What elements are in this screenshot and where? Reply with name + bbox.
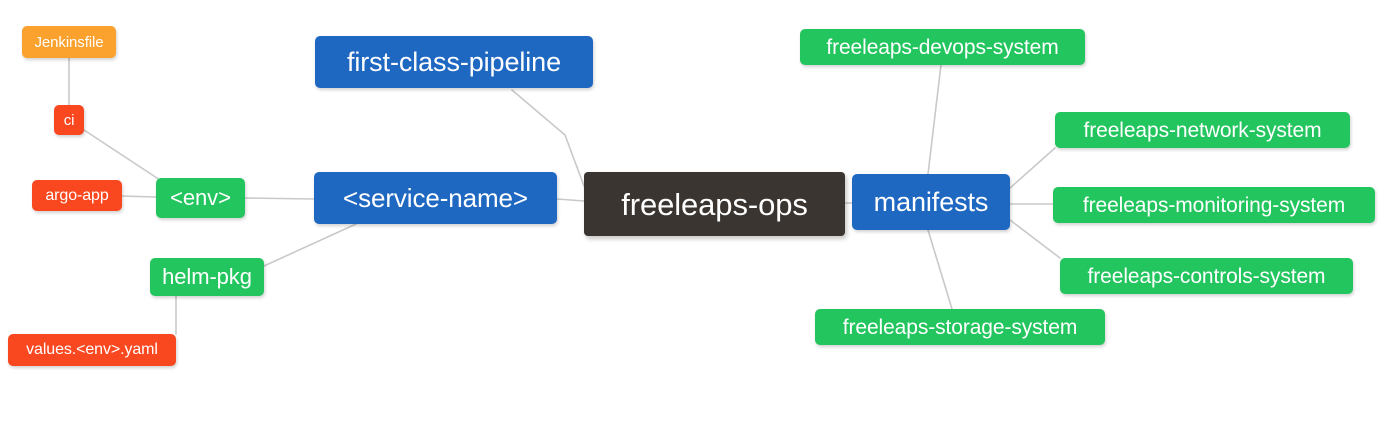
node-label-freeleaps-monitoring-system: freeleaps-monitoring-system [1082, 193, 1346, 217]
node-label-argo-app: argo-app [45, 186, 109, 204]
edge-freeleaps-ops-to-service-name [556, 198, 585, 202]
edge-env-to-ci [83, 129, 161, 181]
node-label-freeleaps-network-system: freeleaps-network-system [1083, 118, 1322, 142]
edge-service-name-to-env [244, 197, 315, 200]
edge-manifests-to-freeleaps-devops-system [927, 64, 942, 175]
node-label-service-name: <service-name> [342, 183, 529, 213]
node-jenkinsfile[interactable]: Jenkinsfile [22, 26, 116, 58]
node-env[interactable]: <env> [156, 178, 245, 218]
node-freeleaps-storage-system[interactable]: freeleaps-storage-system [815, 309, 1105, 345]
node-label-freeleaps-controls-system: freeleaps-controls-system [1087, 264, 1326, 288]
node-freeleaps-devops-system[interactable]: freeleaps-devops-system [800, 29, 1085, 65]
node-label-freeleaps-ops: freeleaps-ops [621, 186, 808, 222]
edge-env-to-argo-app [121, 195, 157, 198]
node-freeleaps-network-system[interactable]: freeleaps-network-system [1055, 112, 1350, 148]
node-label-ci: ci [63, 111, 75, 129]
node-first-class-pipeline[interactable]: first-class-pipeline [315, 36, 593, 88]
node-values-yaml[interactable]: values.<env>.yaml [8, 334, 176, 366]
node-freeleaps-ops[interactable]: freeleaps-ops [584, 172, 845, 236]
node-label-first-class-pipeline: first-class-pipeline [346, 46, 562, 77]
edge-manifests-to-freeleaps-network-system [1009, 147, 1056, 189]
node-freeleaps-controls-system[interactable]: freeleaps-controls-system [1060, 258, 1353, 294]
node-freeleaps-monitoring-system[interactable]: freeleaps-monitoring-system [1053, 187, 1375, 223]
node-argo-app[interactable]: argo-app [32, 180, 122, 211]
edge-manifests-to-freeleaps-controls-system [1009, 219, 1061, 259]
node-label-jenkinsfile: Jenkinsfile [34, 33, 104, 51]
node-label-freeleaps-devops-system: freeleaps-devops-system [826, 35, 1059, 59]
node-label-helm-pkg: helm-pkg [162, 264, 252, 289]
node-service-name[interactable]: <service-name> [314, 172, 557, 224]
node-helm-pkg[interactable]: helm-pkg [150, 258, 264, 296]
edge-manifests-to-freeleaps-storage-system [927, 229, 953, 310]
node-label-manifests: manifests [873, 186, 989, 217]
node-label-env: <env> [170, 185, 231, 210]
edge-service-name-to-helm-pkg [263, 223, 357, 267]
node-label-freeleaps-storage-system: freeleaps-storage-system [842, 315, 1078, 339]
node-ci[interactable]: ci [54, 105, 84, 135]
node-manifests[interactable]: manifests [852, 174, 1010, 230]
node-label-values-yaml: values.<env>.yaml [26, 341, 158, 358]
